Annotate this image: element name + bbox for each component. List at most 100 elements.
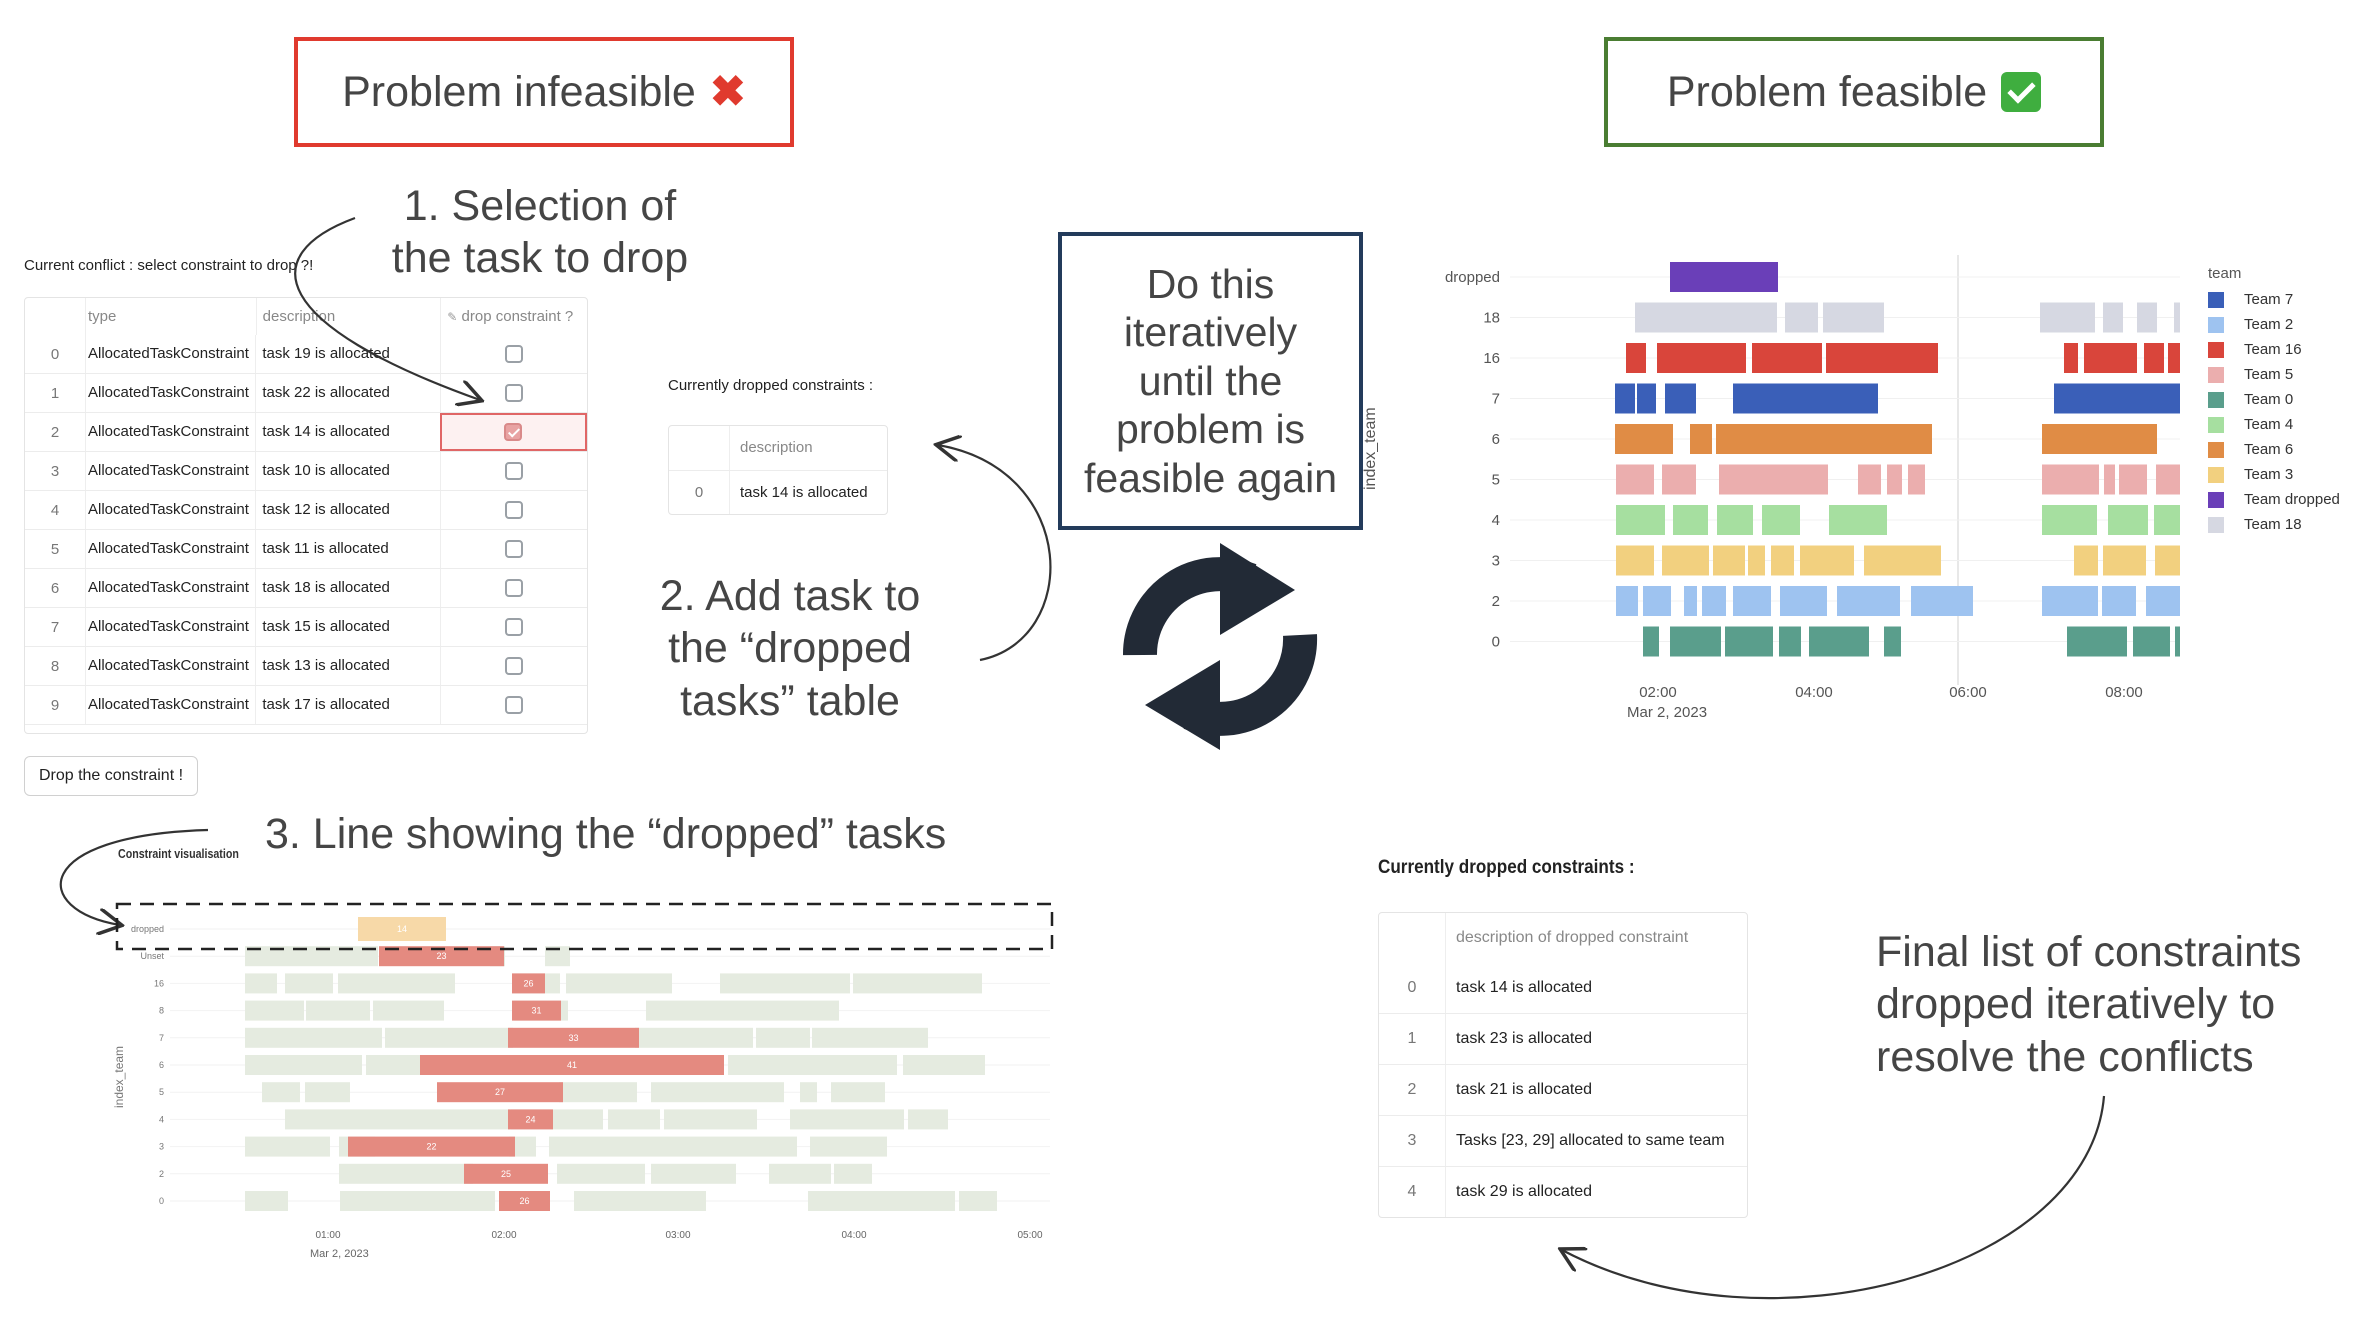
header-drop[interactable]: ✎ drop constraint ?	[440, 298, 587, 335]
infeasible-label: Problem infeasible	[342, 67, 696, 116]
gantt-bar	[2084, 343, 2137, 373]
feasible-banner: Problem feasible	[1604, 37, 2104, 147]
final-line3: resolve the conflicts	[1876, 1032, 2254, 1081]
y-tick-label: Unset	[140, 951, 164, 961]
legend-item[interactable]: Team 7	[2208, 287, 2340, 312]
drop-checkbox[interactable]	[504, 657, 523, 675]
drop-cell[interactable]	[439, 491, 587, 529]
legend-item[interactable]: Team dropped	[2208, 487, 2340, 512]
gantt-bar	[339, 1163, 473, 1184]
gantt-bar	[756, 1027, 810, 1048]
gantt-bar	[1662, 545, 1709, 576]
drop-checkbox[interactable]	[504, 384, 523, 402]
step3-annotation: 3. Line showing the “dropped” tasks	[265, 810, 947, 858]
gantt-bar	[1771, 545, 1794, 576]
x-tick-label: 02:00	[1639, 684, 1677, 701]
drop-cell[interactable]	[439, 413, 587, 451]
gantt-bar	[574, 1136, 600, 1157]
gantt-bar	[1733, 586, 1771, 616]
gantt-bar	[675, 1191, 706, 1211]
iterate-line3: until the	[1138, 357, 1283, 404]
gantt-bar	[1779, 626, 1801, 657]
bar-label: 31	[531, 1006, 541, 1016]
row-index: 3	[50, 462, 60, 480]
legend-item[interactable]: Team 0	[2208, 387, 2340, 412]
drop-checkbox[interactable]	[504, 501, 523, 519]
y-tick-label: 0	[159, 1196, 164, 1206]
legend-item[interactable]: Team 4	[2208, 412, 2340, 437]
y-tick-label: 6	[159, 1060, 164, 1070]
drop-cell[interactable]	[439, 647, 587, 685]
drop-cell[interactable]	[439, 530, 587, 568]
drop-checkbox[interactable]	[504, 696, 523, 714]
gantt-bar	[1670, 262, 1778, 292]
y-tick-label: 7	[159, 1033, 164, 1043]
y-tick-label: 0	[1492, 634, 1500, 651]
drop-cell[interactable]	[439, 569, 587, 607]
arrow-step2	[938, 445, 1052, 662]
gantt-bar	[769, 1163, 802, 1184]
gantt-bar	[2042, 464, 2099, 495]
legend-label: Team 6	[2244, 441, 2294, 458]
gantt-bar	[1725, 626, 1773, 657]
gantt-bar	[285, 1109, 510, 1130]
gantt-bar	[808, 1191, 955, 1211]
gantt-bar	[1616, 464, 1654, 495]
drop-checkbox[interactable]	[504, 618, 523, 636]
drop-checkbox[interactable]	[504, 462, 523, 480]
drop-cell[interactable]	[439, 452, 587, 490]
gantt-bar	[675, 1136, 797, 1157]
legend-swatch	[2208, 341, 2224, 358]
gantt-bar	[1858, 464, 1881, 495]
gantt-bar	[385, 1027, 513, 1048]
drop-checkbox[interactable]	[504, 540, 523, 558]
gantt-bar	[831, 1082, 885, 1103]
drop-cell[interactable]	[439, 608, 587, 646]
y-tick-label: dropped	[1445, 269, 1500, 286]
checkmark-icon	[2001, 72, 2042, 112]
gantt-bar	[559, 1082, 637, 1103]
conflict-bar	[508, 1109, 553, 1130]
gantt-bar	[245, 1136, 330, 1157]
drop-cell[interactable]	[439, 686, 587, 724]
gantt-bar	[549, 1136, 574, 1157]
drop-checkbox[interactable]	[504, 345, 523, 363]
conflict-bar	[499, 1191, 550, 1211]
cross-icon: ✖	[709, 68, 746, 116]
drop-constraint-button[interactable]: Drop the constraint !	[24, 756, 198, 796]
gantt-bar	[2137, 302, 2157, 333]
bar-label: 23	[436, 951, 446, 961]
legend-item[interactable]: Team 2	[2208, 312, 2340, 337]
gantt-bar	[245, 1191, 288, 1211]
conflict-bar	[512, 1000, 561, 1021]
drop-cell[interactable]	[439, 335, 587, 373]
bar-label: 24	[525, 1114, 535, 1124]
row-description: task 10 is allocated	[255, 452, 439, 490]
step1-line2: the task to drop	[391, 234, 689, 283]
drop-cell[interactable]	[439, 374, 587, 412]
legend-item[interactable]: Team 3	[2208, 462, 2340, 487]
row-index: 7	[50, 618, 60, 636]
legend-item[interactable]: Team 6	[2208, 437, 2340, 462]
gantt-bar	[2102, 586, 2136, 616]
gantt-bar	[373, 1000, 444, 1021]
legend-label: Team 4	[2244, 416, 2294, 433]
legend-swatch	[2208, 316, 2224, 333]
final-annotation: Final list of constraints dropped iterat…	[1876, 926, 2301, 1083]
legend-title: team	[2208, 265, 2242, 282]
drop-checkbox[interactable]	[504, 423, 523, 441]
drop-checkbox[interactable]	[504, 579, 523, 597]
legend-item[interactable]: Team 18	[2208, 512, 2340, 537]
y-tick-label: 4	[159, 1114, 164, 1124]
legend-item[interactable]: Team 5	[2208, 362, 2340, 387]
gantt-bar	[2040, 302, 2095, 333]
legend-item[interactable]: Team 16	[2208, 337, 2340, 362]
bar-label: 14	[397, 924, 407, 934]
row-description: task 22 is allocated	[255, 374, 439, 412]
